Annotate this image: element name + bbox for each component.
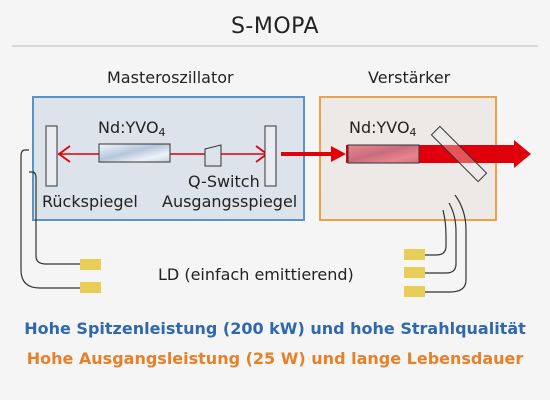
master-crystal-subscript: 4	[158, 126, 166, 139]
qswitch-element	[204, 144, 222, 167]
master-crystal-name: Nd:YVO	[98, 118, 159, 137]
master-crystal-label: Nd:YVO4	[98, 118, 166, 139]
arrowhead-left	[57, 145, 71, 163]
laser-diode	[80, 282, 101, 293]
laser-diode	[80, 259, 101, 270]
feature-line-1: Hohe Spitzenleistung (200 kW) und hohe S…	[24, 319, 526, 338]
laser-diode	[404, 249, 425, 260]
output-arrowhead	[514, 140, 531, 168]
master-oscillator-label: Masteroszillator	[107, 68, 234, 87]
laser-diode	[404, 267, 425, 278]
laser-diode-label: LD (einfach emittierend)	[158, 265, 354, 284]
output-mirror	[264, 125, 277, 187]
seed-beam-arrowhead	[331, 146, 346, 162]
rear-mirror-label: Rückspiegel	[42, 192, 138, 211]
feature-line-2: Hohe Ausgangsleistung (25 W) und lange L…	[26, 349, 524, 368]
pump-wire	[29, 171, 80, 265]
pump-wire	[20, 149, 80, 289]
rear-mirror	[45, 125, 58, 187]
amp-crystal	[347, 144, 420, 164]
amp-crystal-label: Nd:YVO4	[349, 118, 417, 139]
laser-diode	[404, 286, 425, 297]
amp-crystal-name: Nd:YVO	[349, 118, 410, 137]
diagram-title: S-MOPA	[230, 14, 320, 39]
master-crystal	[98, 143, 171, 163]
amp-crystal-subscript: 4	[409, 126, 417, 139]
qswitch-label: Q-Switch	[188, 172, 260, 191]
pump-wire	[425, 194, 467, 293]
pump-wire	[425, 209, 447, 256]
output-mirror-label: Ausgangsspiegel	[162, 192, 298, 211]
amplifier-label: Verstärker	[368, 68, 451, 87]
dichroic-mirror	[430, 125, 488, 183]
pump-wire	[425, 202, 457, 274]
